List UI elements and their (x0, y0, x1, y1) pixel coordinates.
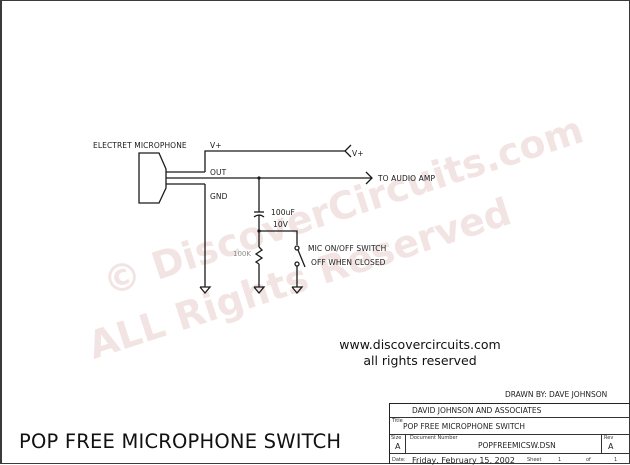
tb-date: Friday, February 15, 2002 (412, 456, 515, 465)
tb-company: DAVID JOHNSON AND ASSOCIATES (412, 406, 542, 415)
pin-out-label: OUT (210, 168, 227, 177)
tb-rev-cell: Rev A (601, 434, 630, 453)
tb-rev: A (608, 442, 614, 451)
junction-dot (257, 229, 261, 233)
rights-text: all rights reserved (363, 353, 477, 368)
tb-title-row: Title POP FREE MICROPHONE SWITCH (390, 417, 630, 435)
switch-contact (294, 245, 300, 251)
page-title: POP FREE MICROPHONE SWITCH (19, 430, 342, 453)
tb-size-label: Size (391, 435, 402, 441)
ground-icon (253, 286, 266, 295)
tb-sheet: 1 (558, 457, 562, 463)
website-url: www.discovercircuits.com (339, 337, 501, 352)
vplus-arrow-icon (344, 144, 352, 158)
tb-company-row: DAVID JOHNSON AND ASSOCIATES (390, 404, 630, 418)
ground-icon (199, 286, 212, 295)
drawn-by: DRAWN BY: DAVE JOHNSON (505, 390, 608, 399)
tb-doc-row: Size A Document Number POPFREEMICSW.DSN … (390, 434, 630, 454)
switch-label-1: MIC ON/OFF SWITCH (308, 244, 386, 253)
output-label: TO AUDIO AMP (377, 174, 435, 183)
junction-dot (257, 176, 261, 180)
tb-rev-label: Rev (604, 435, 614, 441)
pin-gnd-label: GND (210, 192, 228, 201)
website-credit: www.discovercircuits.com all rights rese… (320, 337, 520, 369)
resistor-value: 100K (233, 250, 251, 258)
pin-vplus-label: V+ (210, 141, 222, 150)
title-block: DAVID JOHNSON AND ASSOCIATES Title POP F… (389, 403, 630, 465)
resistor-symbol (254, 246, 264, 265)
tb-of-label: of (586, 457, 591, 463)
tb-size-cell: Size A (390, 434, 406, 453)
ground-icon (291, 286, 304, 295)
switch-label-2: OFF WHEN CLOSED (311, 258, 386, 267)
tb-title-label: Title (392, 418, 403, 424)
tb-date-row: Date: Friday, February 15, 2002 Sheet 1 … (390, 453, 630, 465)
tb-docnum-label: Document Number (410, 435, 458, 441)
tb-docnum: POPFREEMICSW.DSN (478, 441, 556, 450)
capacitor-voltage: 10V (273, 220, 289, 229)
tb-sheet-label: Sheet (527, 457, 542, 463)
tb-sheet-total: 1 (614, 457, 618, 463)
supply-label: V+ (352, 149, 364, 158)
microphone-label: ELECTRET MICROPHONE (93, 141, 187, 150)
tb-size: A (395, 442, 401, 451)
tb-date-label: Date: (392, 457, 406, 463)
switch-lever (297, 249, 306, 268)
microphone-symbol (138, 152, 167, 204)
tb-title: POP FREE MICROPHONE SWITCH (403, 422, 525, 431)
capacitor-value: 100uF (271, 208, 295, 217)
output-arrow-icon (365, 171, 373, 185)
